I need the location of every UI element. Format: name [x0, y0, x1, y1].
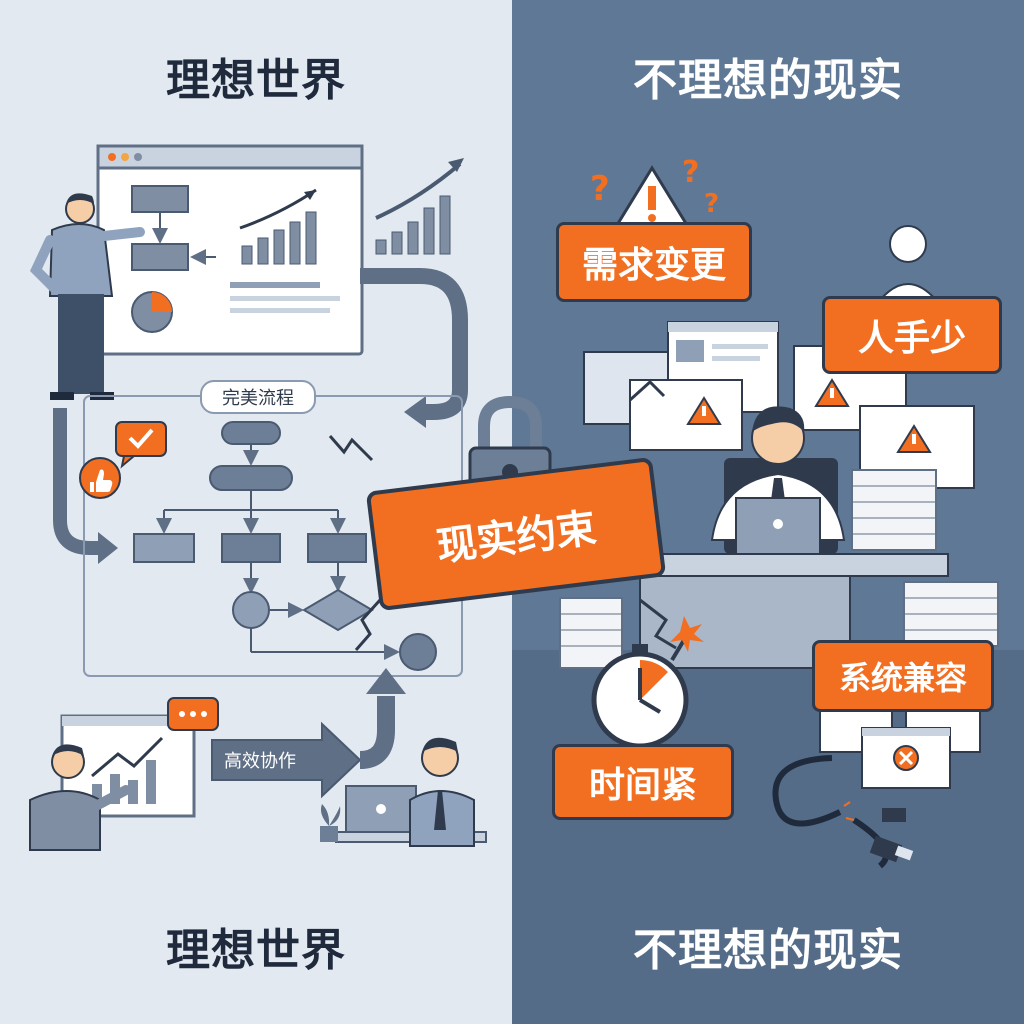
stopwatch-icon — [591, 616, 704, 749]
flowchart — [133, 421, 437, 671]
bar-chart-icon — [239, 188, 317, 265]
question-mark-icon: ? — [590, 169, 610, 209]
perfect-process-label: 完美流程 — [200, 380, 316, 414]
stressed-worker — [710, 406, 846, 555]
collaboration-label: 高效协作 — [224, 751, 296, 772]
presenter-person-2 — [29, 744, 131, 851]
person-silhouette — [877, 225, 939, 301]
presenter-person — [29, 193, 145, 400]
error-windows — [819, 699, 981, 789]
plant-icon — [320, 804, 341, 842]
right-title-bottom: 不理想的现实 — [633, 925, 903, 976]
callout-compatibility: 系统兼容 — [812, 640, 994, 712]
thumbs-up-icon — [79, 457, 121, 499]
question-mark-icon: ? — [704, 189, 719, 219]
warning-icon-top — [611, 165, 693, 232]
paper-stacks — [559, 469, 999, 669]
callout-time-pressure: 时间紧 — [552, 744, 734, 820]
chat-bubble-icon — [167, 697, 219, 731]
dashboard-window — [96, 144, 364, 356]
left-title-bottom: 理想世界 — [166, 925, 346, 976]
right-title-top: 不理想的现实 — [633, 55, 903, 106]
check-bubble-icon — [115, 421, 167, 469]
question-mark-icon: ? — [682, 155, 699, 190]
left-title-top: 理想世界 — [166, 55, 346, 106]
monitor-stack — [583, 321, 975, 489]
growth-chart-icon — [375, 158, 464, 255]
crack-lines — [328, 379, 677, 651]
broken-cable-icon — [772, 755, 914, 869]
callout-short-staff: 人手少 — [822, 296, 1002, 374]
callout-requirement-change: 需求变更 — [556, 222, 752, 302]
laptop-worker — [335, 737, 487, 847]
pie-chart-icon — [131, 291, 173, 333]
